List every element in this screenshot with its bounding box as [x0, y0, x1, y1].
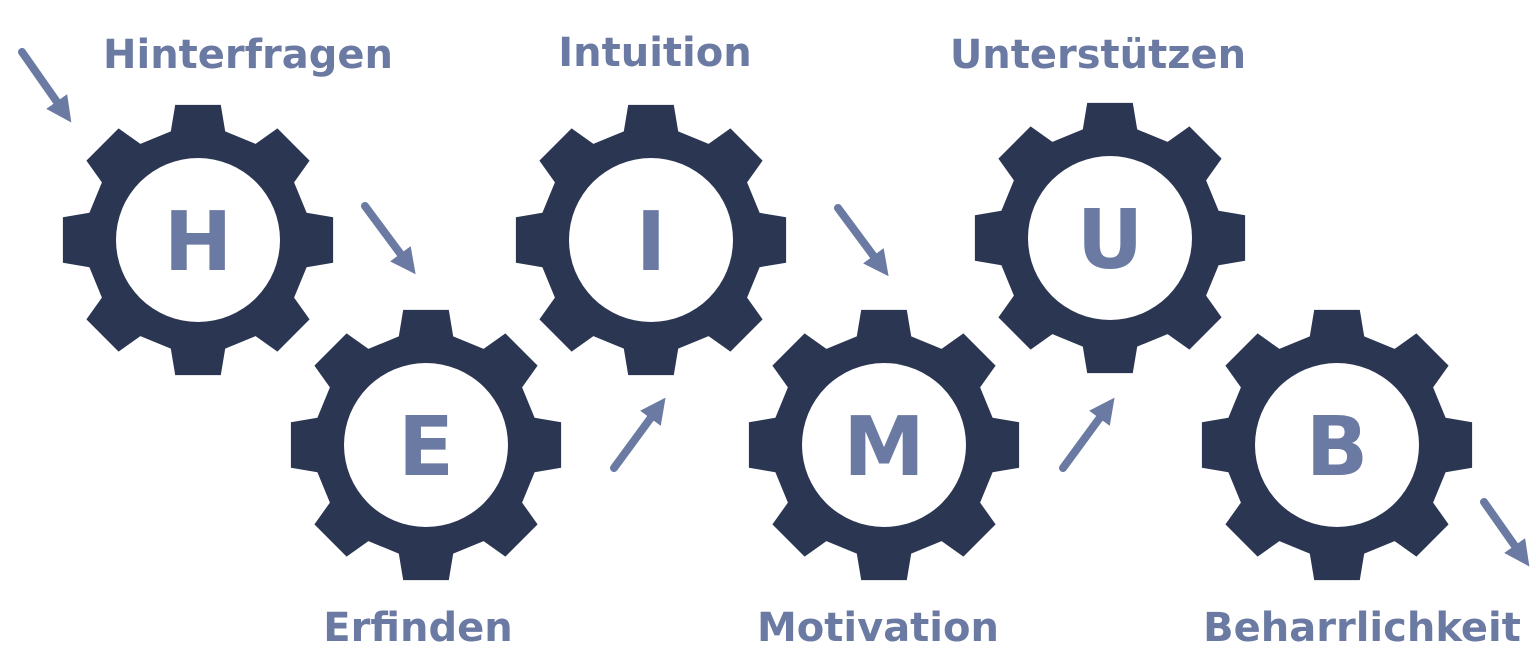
- arrow-icon: [834, 204, 889, 277]
- gear-letter-e: E: [398, 400, 454, 495]
- label-unterstuetzen: Unterstützen: [950, 32, 1246, 78]
- gear-icon: U: [974, 102, 1246, 374]
- arrow-icon: [18, 48, 72, 123]
- arrow-icon: [610, 397, 666, 472]
- label-erfinden: Erfinden: [323, 605, 512, 651]
- gear-m-hub: [802, 363, 966, 527]
- gear-icon: H: [62, 104, 334, 376]
- gear-i-hub: [569, 158, 733, 322]
- gear-letter-h: H: [164, 195, 233, 290]
- gear-letter-m: M: [843, 400, 925, 495]
- gear-icon: I: [515, 104, 787, 376]
- gear-u-hub: [1028, 156, 1192, 320]
- arrow-icon: [1480, 498, 1530, 567]
- label-motivation: Motivation: [757, 605, 999, 651]
- gear-icon: B: [1201, 309, 1473, 581]
- gear-e-hub: [344, 363, 508, 527]
- arrow-icon: [361, 202, 416, 275]
- label-intuition: Intuition: [558, 30, 751, 76]
- gear-letter-b: B: [1306, 400, 1369, 495]
- label-beharrlichkeit: Beharrlichkeit: [1203, 605, 1521, 651]
- gear-icon: E: [290, 309, 562, 581]
- gear-icon: M: [748, 309, 1020, 581]
- label-hinterfragen: Hinterfragen: [103, 32, 393, 78]
- gear-b-hub: [1255, 363, 1419, 527]
- gear-letter-u: U: [1077, 193, 1144, 288]
- gear-h-hub: [116, 158, 280, 322]
- arrow-icon: [1059, 397, 1115, 472]
- gear-letter-i: I: [636, 195, 667, 290]
